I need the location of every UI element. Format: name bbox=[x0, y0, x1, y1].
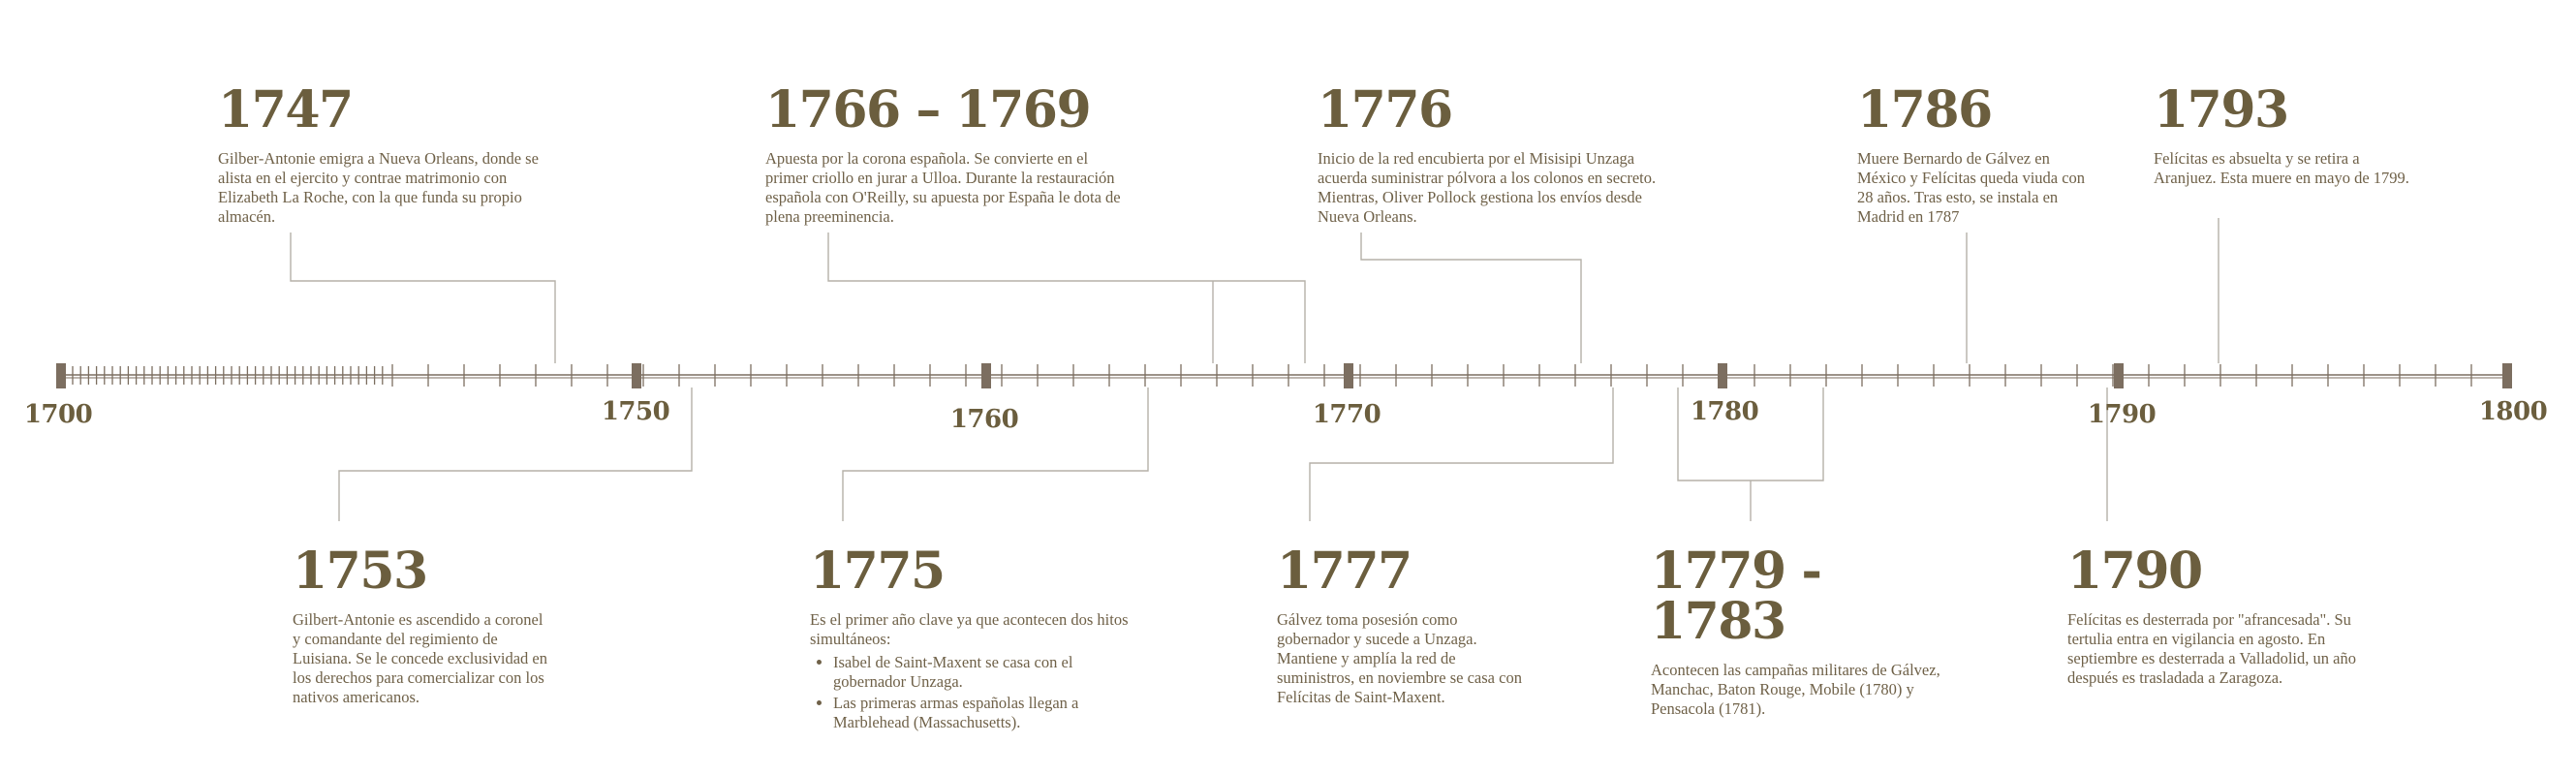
tick-label-1790: 1790 bbox=[2087, 400, 2157, 429]
event-1753: 1753 Gilbert-Antonie es ascendido a coro… bbox=[293, 546, 554, 707]
event-1790: 1790 Felícitas es desterrada por "afranc… bbox=[2067, 546, 2387, 688]
event-bullet: Isabel de Saint-Maxent se casa con el go… bbox=[833, 653, 1130, 692]
connector-1766-1769 bbox=[827, 232, 1306, 363]
event-year: 1793 bbox=[2154, 80, 2289, 140]
tick-label-1800: 1800 bbox=[2478, 397, 2548, 426]
event-year: 1777 bbox=[1277, 542, 1412, 601]
event-description: Gilber-Antonie emigra a Nueva Orleans, d… bbox=[218, 149, 539, 226]
event-bullet: Las primeras armas españolas llegan a Ma… bbox=[833, 694, 1130, 732]
event-year: 1790 bbox=[2067, 542, 2203, 601]
event-1775: 1775 Es el primer año clave ya que acont… bbox=[810, 546, 1130, 734]
event-description: Inicio de la red encubierta por el Misis… bbox=[1318, 149, 1657, 226]
event-description: Es el primer año clave ya que acontecen … bbox=[810, 610, 1130, 732]
event-1793: 1793 Felícitas es absuelta y se retira a… bbox=[2154, 85, 2410, 188]
event-year: 1786 bbox=[1857, 80, 1993, 140]
event-year: 1779 - 1783 bbox=[1651, 542, 1822, 651]
event-year: 1766 – 1769 bbox=[765, 80, 1092, 140]
event-description: Acontecen las campañas militares de Gálv… bbox=[1651, 661, 1940, 718]
event-description: Gilbert-Antonie es ascendido a coronel y… bbox=[293, 610, 547, 706]
event-year: 1775 bbox=[810, 542, 946, 601]
event-1747: 1747 Gilber-Antonie emigra a Nueva Orlea… bbox=[218, 85, 552, 227]
major-tick-1780 bbox=[1718, 363, 1727, 388]
major-tick-1750 bbox=[632, 363, 641, 388]
event-1776: 1776 Inicio de la red encubierta por el … bbox=[1318, 85, 1661, 227]
connector-1747 bbox=[290, 232, 556, 363]
event-year: 1747 bbox=[218, 80, 354, 140]
event-year: 1753 bbox=[293, 542, 428, 601]
tick-label-1780: 1780 bbox=[1690, 397, 1759, 426]
event-1779-1783: 1779 - 1783 Acontecen las campañas milit… bbox=[1651, 546, 1941, 719]
connector-1777 bbox=[1309, 388, 1614, 521]
connector-1775 bbox=[842, 388, 1149, 521]
tick-label-1700: 1700 bbox=[23, 400, 93, 429]
connector-1753 bbox=[338, 388, 693, 521]
event-bullet-list: Isabel de Saint-Maxent se casa con el go… bbox=[810, 653, 1130, 732]
event-description: Muere Bernardo de Gálvez en México y Fel… bbox=[1857, 149, 2086, 226]
event-year: 1776 bbox=[1318, 80, 1453, 140]
tick-label-1750: 1750 bbox=[601, 397, 670, 426]
event-1766-1769: 1766 – 1769 Apuesta por la corona españo… bbox=[765, 85, 1133, 227]
major-tick-1770 bbox=[1344, 363, 1353, 388]
event-description: Felícitas es desterrada por "afrancesada… bbox=[2067, 610, 2356, 687]
major-tick-1700 bbox=[56, 363, 66, 388]
major-tick-1760 bbox=[981, 363, 991, 388]
event-description: Gálvez toma posesión como gobernador y s… bbox=[1277, 610, 1522, 706]
tick-label-1760: 1760 bbox=[949, 405, 1019, 434]
major-tick-1790 bbox=[2114, 363, 2124, 388]
event-description: Apuesta por la corona española. Se convi… bbox=[765, 149, 1121, 226]
event-1777: 1777 Gálvez toma posesión como gobernado… bbox=[1277, 546, 1524, 707]
event-intro: Es el primer año clave ya que acontecen … bbox=[810, 610, 1129, 648]
event-description: Felícitas es absuelta y se retira a Aran… bbox=[2154, 149, 2409, 187]
tick-label-1770: 1770 bbox=[1312, 400, 1381, 429]
major-tick-1800 bbox=[2502, 363, 2512, 388]
connector-1776 bbox=[1360, 232, 1582, 363]
event-1786: 1786 Muere Bernardo de Gálvez en México … bbox=[1857, 85, 2099, 227]
